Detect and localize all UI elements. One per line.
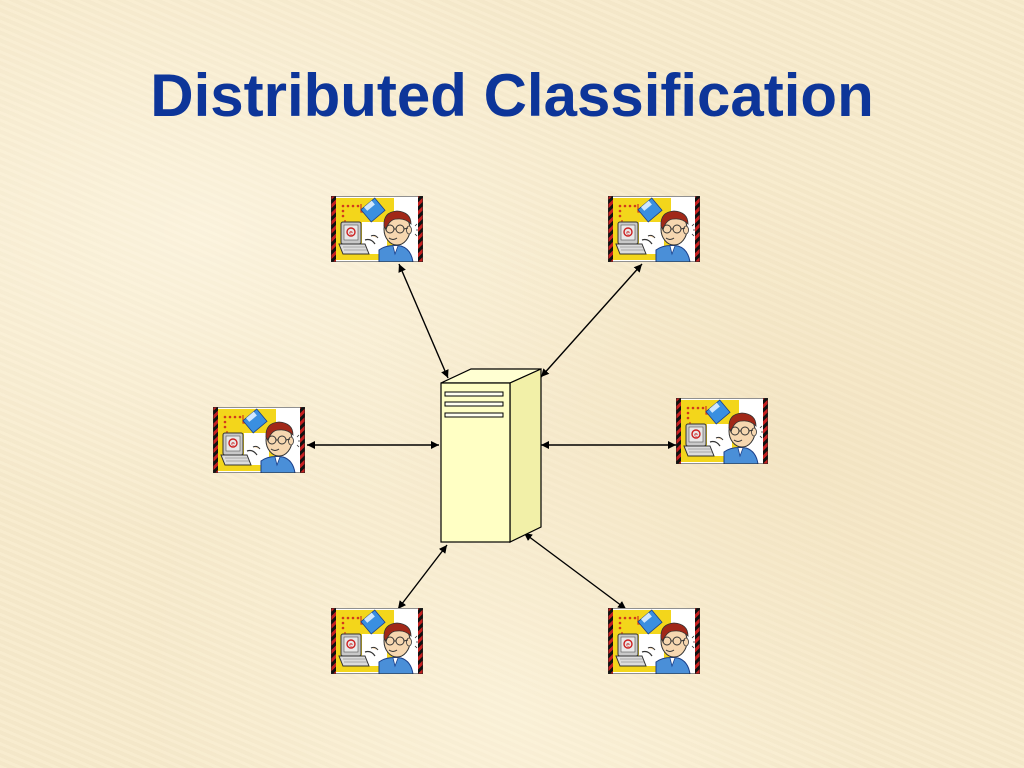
slide-title: Distributed Classification	[150, 62, 874, 129]
client-bottom-right-icon	[608, 608, 700, 674]
server-tower-icon	[440, 368, 542, 543]
arrow-server-bottom-left-client	[397, 544, 448, 610]
connections	[307, 263, 676, 610]
arrow-server-bottom-right-client	[523, 532, 627, 610]
client-top-right-icon	[608, 196, 700, 262]
client-middle-left-icon	[213, 407, 305, 473]
arrow-server-top-left-client	[398, 263, 449, 379]
client-middle-right-icon	[676, 398, 768, 464]
arrow-server-top-right-client	[540, 263, 643, 378]
client-bottom-left-icon	[331, 608, 423, 674]
client-top-left-icon	[331, 196, 423, 262]
